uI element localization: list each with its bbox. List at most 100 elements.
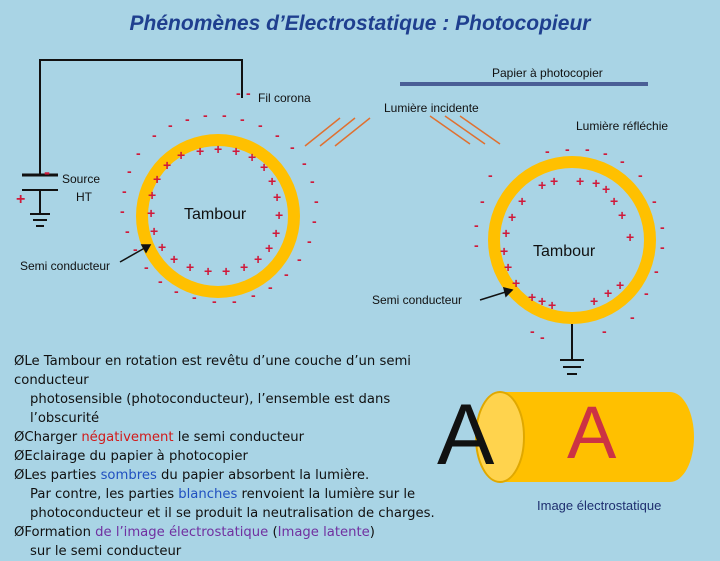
left-circuit-wires [30, 59, 243, 227]
svg-text:+: + [186, 259, 194, 275]
svg-text:-: - [168, 117, 173, 133]
svg-text:+: + [502, 225, 510, 241]
svg-text:+: + [163, 157, 171, 173]
svg-text:+: + [550, 173, 558, 189]
bullet-8: sur le semi conducteur [30, 544, 182, 559]
svg-text:-: - [133, 241, 138, 257]
svg-text:-: - [125, 223, 130, 239]
svg-text:+: + [273, 189, 281, 205]
bullet-2: ØCharger négativement le semi conducteur [14, 430, 305, 445]
svg-text:-: - [585, 141, 590, 157]
svg-text:+: + [508, 209, 516, 225]
svg-text:+: + [153, 171, 161, 187]
svg-text:+: + [602, 181, 610, 197]
incident-light-label: Lumière incidente [384, 101, 479, 115]
svg-text:-: - [251, 287, 256, 303]
semi-left-label: Semi conducteur [20, 259, 111, 273]
svg-text:-: - [638, 167, 643, 183]
svg-text:+: + [512, 275, 520, 291]
left-drum-plus-charges: + + + + + + + + + + + + + + + + + + + + … [147, 141, 283, 279]
right-drum-minus-charges: - - - - - - - - - - - - - - - - - - - [474, 141, 665, 345]
svg-text:+: + [538, 177, 546, 193]
source-label: Source [62, 172, 101, 186]
svg-text:-: - [127, 163, 132, 179]
svg-text:-: - [236, 85, 241, 101]
svg-text:+: + [548, 297, 556, 313]
svg-text:-: - [660, 239, 665, 255]
bullet-4: ØLes parties sombres du papier absorbent… [14, 468, 370, 483]
bullet-3: ØEclairage du papier à photocopier [14, 449, 248, 464]
svg-text:-: - [312, 213, 317, 229]
image-electrostatique-label: Image électrostatique [537, 498, 662, 513]
reflected-light-label: Lumière réfléchie [576, 119, 669, 133]
svg-text:-: - [275, 127, 280, 143]
bullet-7: ØFormation de l’image électrostatique (I… [14, 525, 375, 540]
svg-text:-: - [158, 273, 163, 289]
svg-text:-: - [284, 266, 289, 282]
svg-text:+: + [500, 243, 508, 259]
svg-text:-: - [545, 143, 550, 159]
svg-text:-: - [120, 203, 125, 219]
svg-text:+: + [528, 289, 536, 305]
svg-text:-: - [654, 263, 659, 279]
left-drum [136, 134, 300, 298]
semi-right-label: Semi conducteur [372, 293, 463, 307]
svg-text:-: - [222, 107, 227, 123]
svg-text:-: - [530, 323, 535, 339]
right-drum-label: Tambour [533, 243, 596, 260]
svg-text:-: - [212, 293, 217, 309]
cylinder-drum [475, 391, 694, 483]
svg-text:-: - [488, 167, 493, 183]
svg-text:-: - [652, 193, 657, 209]
right-drum [488, 156, 656, 324]
svg-text:-: - [565, 141, 570, 157]
svg-text:+: + [626, 229, 634, 245]
svg-text:-: - [480, 193, 485, 209]
svg-text:+: + [196, 143, 204, 159]
svg-text:-: - [122, 183, 127, 199]
svg-text:-: - [268, 279, 273, 295]
bullet-6: photoconducteur et il se produit la neut… [30, 506, 435, 521]
svg-text:+: + [222, 263, 230, 279]
svg-text:+: + [248, 149, 256, 165]
svg-text:+: + [275, 207, 283, 223]
svg-text:+: + [538, 293, 546, 309]
bullet-1-cont: photosensible (photoconducteur), l’ensem… [30, 392, 391, 426]
svg-text:+: + [504, 259, 512, 275]
svg-text:+: + [158, 239, 166, 255]
svg-text:-: - [246, 85, 251, 101]
svg-text:+: + [268, 173, 276, 189]
explanation-list: ØLe Tambour en rotation est revêtu d’une… [14, 352, 444, 561]
svg-text:+: + [618, 207, 626, 223]
svg-text:-: - [232, 293, 237, 309]
svg-text:+: + [590, 293, 598, 309]
paper-bar [400, 82, 648, 86]
svg-text:-: - [240, 111, 245, 127]
svg-text:+: + [148, 187, 156, 203]
left-drum-inner [148, 146, 288, 286]
left-drum-minus-charges: - - - - - - - - - - - - - - - - - - - - … [120, 85, 319, 309]
svg-text:-: - [474, 217, 479, 233]
svg-text:-: - [258, 117, 263, 133]
svg-text:+: + [272, 225, 280, 241]
svg-text:-: - [192, 289, 197, 305]
charge-minus: - [152, 127, 157, 143]
svg-text:+: + [592, 175, 600, 191]
svg-text:+: + [604, 285, 612, 301]
svg-text:+: + [576, 173, 584, 189]
svg-text:+: + [232, 143, 240, 159]
svg-text:-: - [203, 107, 208, 123]
svg-text:-: - [185, 111, 190, 127]
right-drum-plus-charges: + + + + + + + + + + + + + + + + + + + + [500, 173, 634, 313]
drum-letter-a: A [567, 391, 617, 474]
pointer-arrows [119, 244, 514, 301]
svg-text:+: + [204, 263, 212, 279]
svg-text:-: - [307, 233, 312, 249]
paper-letter-a: A [437, 387, 495, 483]
svg-text:+: + [150, 223, 158, 239]
svg-text:+: + [610, 193, 618, 209]
svg-text:+: + [240, 259, 248, 275]
diagram-canvas: - - - - - - - - - - - - - - - - - - - - … [16, 59, 694, 483]
svg-text:-: - [603, 145, 608, 161]
battery-minus: - [44, 162, 50, 182]
